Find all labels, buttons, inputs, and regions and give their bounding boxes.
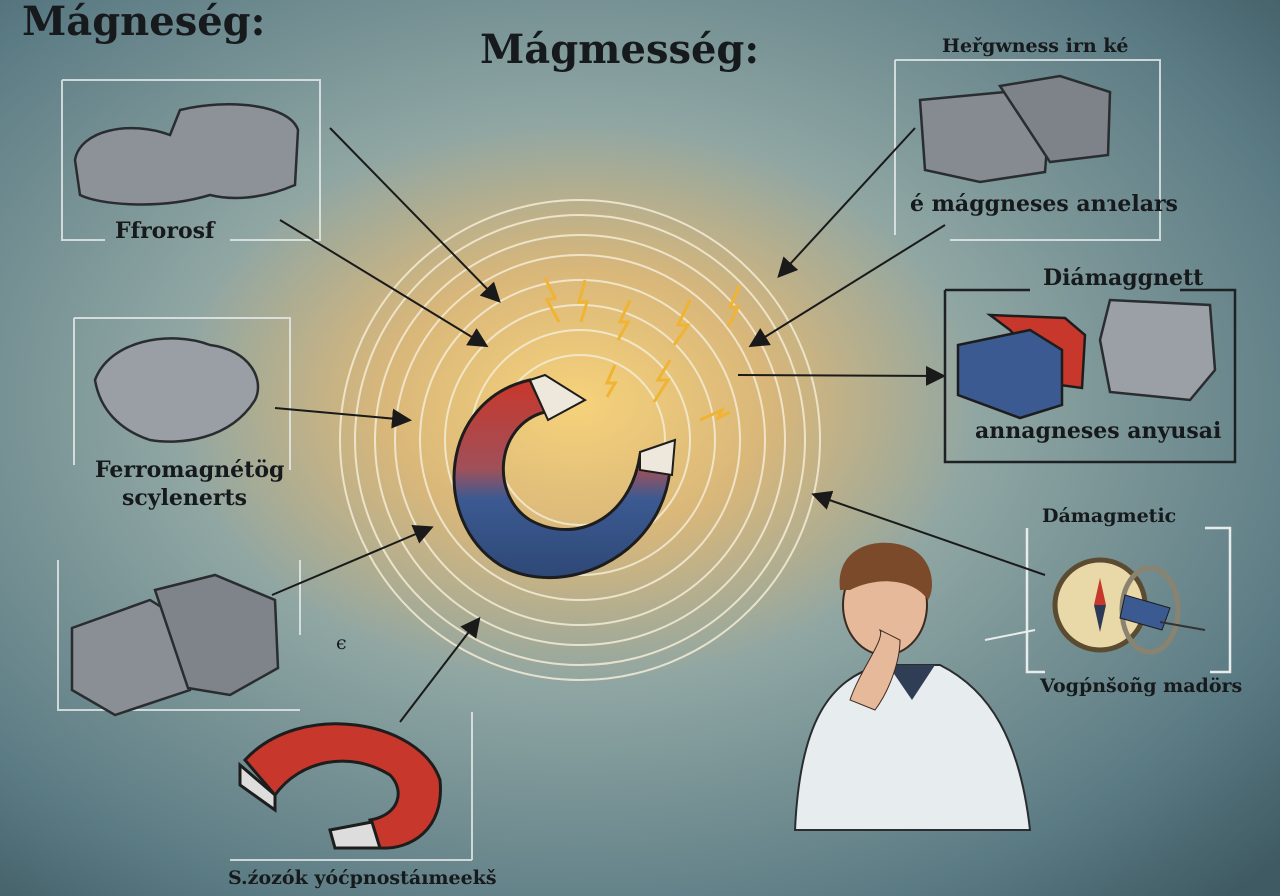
label-hergwness: Heřgwness irn ké (942, 35, 1129, 57)
corner-title: Mágneség: (22, 0, 266, 45)
scientist-figure (793, 542, 1032, 831)
label-ferromagnetog: Ferromagnétög (95, 457, 285, 483)
compass (1052, 557, 1206, 655)
lightning-sparks (543, 277, 742, 422)
label-maggneses: é mággneses anɿelars (910, 191, 1178, 217)
iron-ore-rocks (70, 74, 1217, 717)
arrows (271, 127, 1046, 723)
label-diamaggnett: Diámaggnett (1043, 265, 1204, 291)
horseshoe-magnet-small (238, 722, 442, 850)
label-bottom-caption: S.źozók yóćpnostáımeekš (228, 867, 497, 889)
label-damagmetic: Dámagmetic (1042, 505, 1177, 527)
label-annagneses: annagneses anyusai (975, 418, 1222, 444)
label-vogpnsong: Vogṕnšoñg madörs (1040, 675, 1243, 697)
dark-frames (943, 288, 1237, 674)
label-scylenerts: scylenerts (122, 485, 248, 511)
frames (57, 59, 1161, 861)
horseshoe-magnet-main (452, 373, 677, 580)
small-arrow (984, 629, 1036, 641)
magnet-blocks (956, 313, 1087, 420)
small-symbol: ϵ (336, 632, 347, 654)
center-title: Mágmesség: (480, 26, 760, 73)
label-ffrorosf: Ffrorosf (115, 218, 215, 244)
